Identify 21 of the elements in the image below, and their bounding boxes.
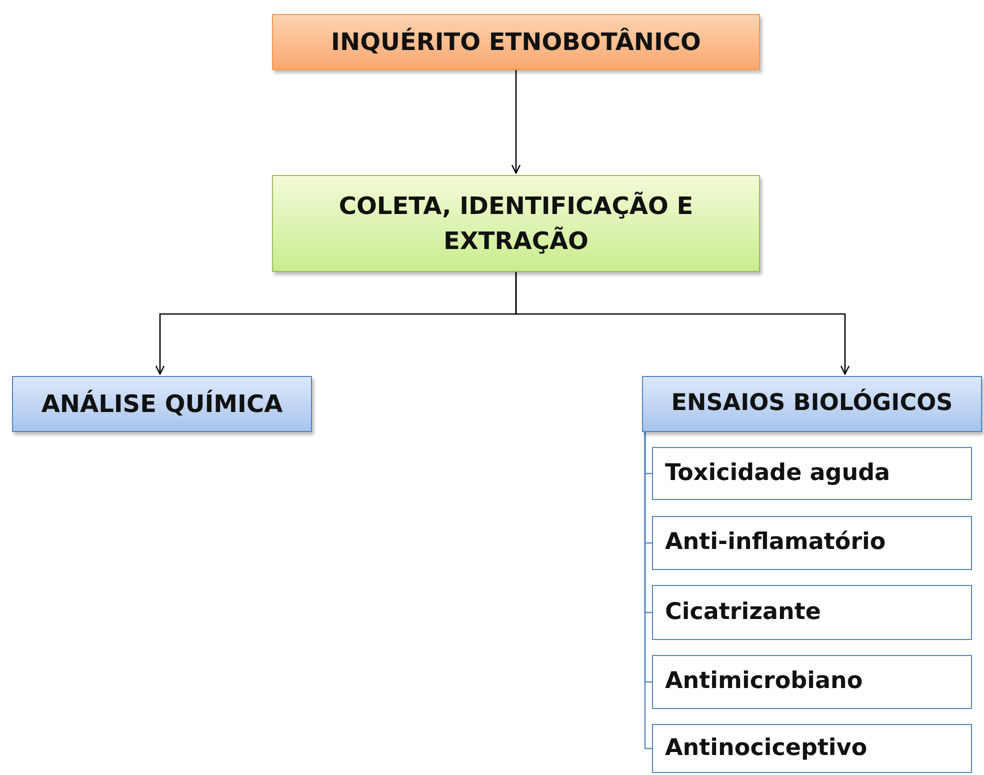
box-label: Toxicidade aguda [665, 458, 890, 488]
box-label: ENSAIOS BIOLÓGICOS [671, 388, 953, 418]
box-label: ANÁLISE QUÍMICA [41, 388, 283, 420]
category-box [642, 376, 982, 432]
test-box [652, 516, 972, 570]
box-label: Antinociceptivo [665, 734, 868, 763]
arrow [515, 272, 850, 375]
connector-line [644, 432, 652, 750]
box-label: Antimicrobiano [665, 667, 863, 696]
box-label: COLETA, IDENTIFICAÇÃO E EXTRAÇÃO [338, 190, 694, 256]
process-box [272, 14, 760, 70]
test-box [652, 724, 972, 773]
arrow [511, 70, 521, 174]
box-label: Anti-inflamatório [665, 528, 886, 558]
test-box [652, 655, 972, 709]
test-box [652, 585, 972, 640]
test-box [652, 447, 972, 500]
box-label: INQUÉRITO ETNOBOTÂNICO [331, 26, 701, 58]
category-box [12, 376, 312, 432]
process-box [272, 175, 760, 272]
box-label: Cicatrizante [665, 598, 822, 627]
